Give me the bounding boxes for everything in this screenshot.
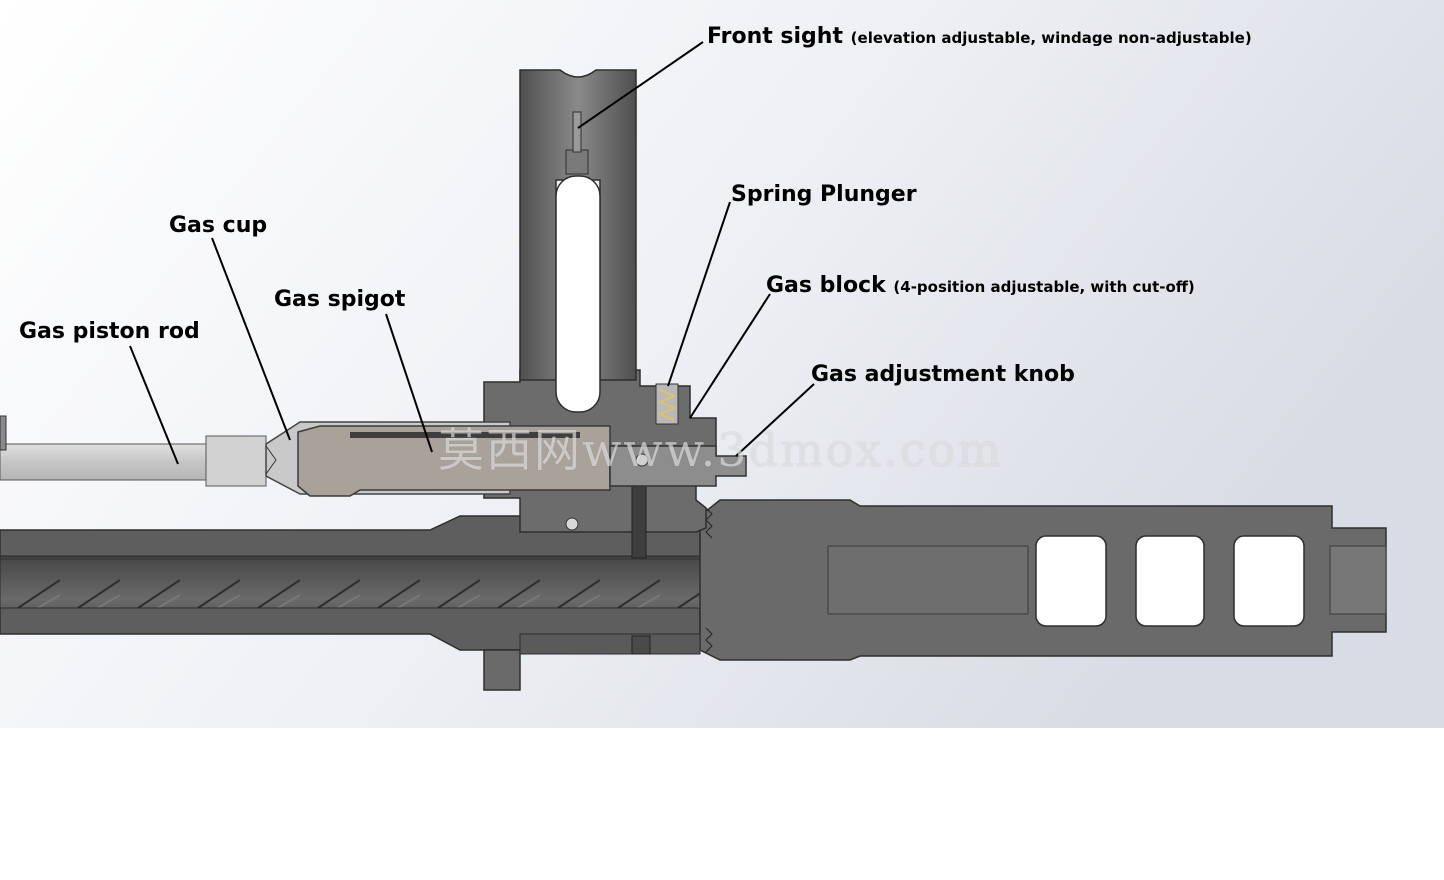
leader-front-sight: [577, 41, 704, 129]
gas-adjustment-knob-shape: [609, 445, 747, 487]
label-front-sight-name: Front sight: [707, 24, 843, 49]
label-gas-spigot: Gas spigot: [274, 289, 405, 311]
label-gas-adjustment-knob-name: Gas adjustment knob: [811, 362, 1075, 387]
label-gas-block-name: Gas block: [766, 273, 886, 298]
leader-gas-block: [689, 293, 771, 419]
leader-gas-piston-rod: [129, 345, 179, 465]
leader-spring-plunger: [667, 201, 731, 387]
label-front-sight-note: (elevation adjustable, windage non-adjus…: [850, 29, 1252, 47]
leader-gas-cup: [211, 237, 291, 441]
label-gas-spigot-name: Gas spigot: [274, 287, 406, 312]
leader-lines: [129, 41, 815, 465]
leader-gas-spigot: [385, 313, 433, 453]
spring-plunger-shape: [655, 383, 679, 425]
label-front-sight: Front sight (elevation adjustable, winda…: [707, 26, 1252, 48]
muzzle-brake: [699, 499, 1387, 661]
label-spring-plunger: Spring Plunger: [731, 184, 917, 206]
label-gas-adjustment-knob: Gas adjustment knob: [811, 364, 1075, 386]
watermark: 莫西网www.3dmox.com: [438, 423, 1003, 477]
label-gas-block-note: (4-position adjustable, with cut-off): [893, 278, 1195, 296]
front-sight-tower: [519, 69, 637, 413]
label-spring-plunger-name: Spring Plunger: [731, 182, 917, 207]
leader-gas-adjustment-knob: [735, 383, 815, 457]
label-gas-piston-rod-name: Gas piston rod: [19, 319, 200, 344]
label-gas-cup: Gas cup: [169, 215, 267, 237]
gas-piston-assembly: [0, 415, 611, 497]
label-gas-piston-rod: Gas piston rod: [19, 321, 200, 343]
label-gas-cup-name: Gas cup: [169, 213, 268, 238]
label-gas-block: Gas block (4-position adjustable, with c…: [766, 275, 1195, 297]
